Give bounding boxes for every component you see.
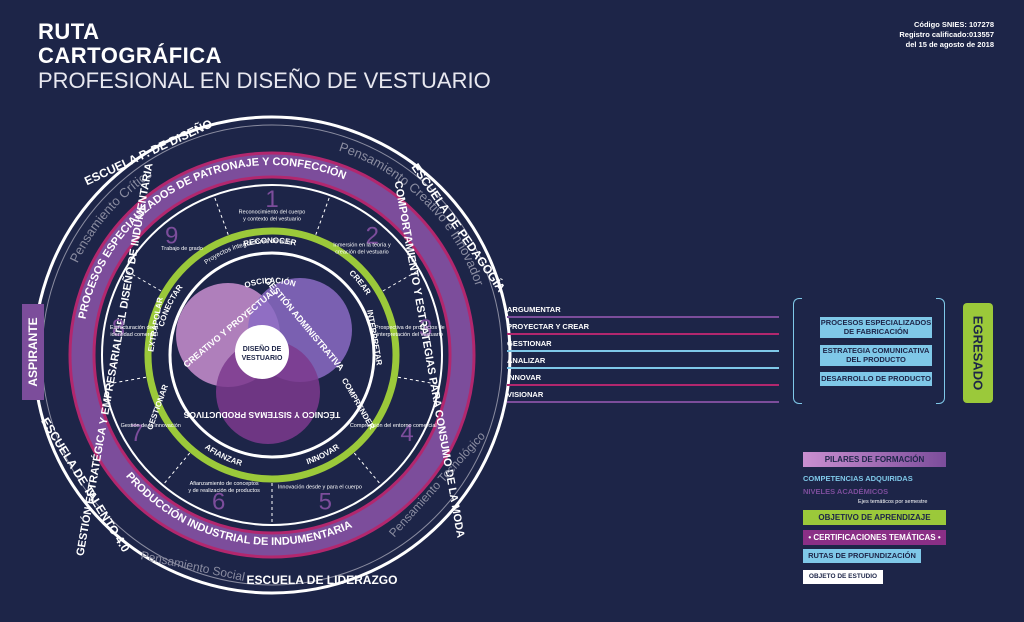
profundizacion-3-label: DESARROLLO DE PRODUCTO xyxy=(821,374,931,383)
legend-objeto: OBJETO DE ESTUDIO xyxy=(803,570,883,584)
semester-theme-9: Trabajo de grado xyxy=(161,246,203,252)
competencia-line xyxy=(507,350,779,352)
semester-number-3: 3 xyxy=(419,315,432,342)
legend-ejes: Ejes temáticos por semestre xyxy=(858,499,928,505)
snies-code: Código SNIES: 107278 xyxy=(913,20,994,29)
objectives-reconocer-text: RECONOCER xyxy=(243,236,298,248)
study-object-line2: VESTUARIO xyxy=(242,355,283,362)
competencia-line xyxy=(507,401,779,403)
competencia-label: INNOVAR xyxy=(507,373,542,382)
semester-theme-3: Prospectiva de productos de xyxy=(375,325,445,331)
legend-objetivo: OBJETIVO DE APRENDIZAJE xyxy=(803,510,946,525)
legend-niveles: NIVELES ACADÉMICOS xyxy=(803,487,889,496)
semester-number-9: 9 xyxy=(165,222,178,249)
semester-number-7: 7 xyxy=(130,420,143,447)
profundizacion-3: DESARROLLO DE PRODUCTO xyxy=(820,372,932,386)
competencia-line xyxy=(507,384,779,386)
escuela-liderazgo-label: ESCUELA DE LIDERAZGO xyxy=(247,573,398,587)
semester-theme-7: Gestión de la innovación xyxy=(121,423,181,429)
pillar-tecnico-label: TÉCNICO Y SISTEMAS PRODUCTIVOS xyxy=(183,410,340,420)
competencia-label: PROYECTAR Y CREAR xyxy=(507,322,590,331)
aspirante-label: ASPIRANTE xyxy=(26,317,40,387)
semester-divider xyxy=(382,269,420,292)
egresado-label: EGRESADO xyxy=(970,315,986,391)
legend-pilares: PILARES DE FORMACIÓN xyxy=(803,452,946,467)
competencia-label: VISIONAR xyxy=(507,390,544,399)
semester-theme-8: Estructuración de la xyxy=(110,325,160,331)
legend-competencias: COMPETENCIAS ADQUIRIDAS xyxy=(803,474,913,483)
registro-calificado: Registro calificado:013557 xyxy=(899,30,994,39)
semester-theme-4: Comprensión del entorno comercial xyxy=(350,423,437,429)
egresado-badge: EGRESADO xyxy=(963,303,993,403)
objective-reconocer: RECONOCER xyxy=(243,236,298,248)
title-block: RUTA CARTOGRÁFICA PROFESIONAL EN DISEÑO … xyxy=(38,20,491,94)
semester-number-2: 2 xyxy=(366,222,379,249)
competencia-line xyxy=(507,333,779,335)
semester-theme-1: y contexto del vestuario xyxy=(243,217,301,223)
legend-rutas: RUTAS DE PROFUNDIZACIÓN xyxy=(803,549,921,563)
semester-divider xyxy=(124,269,162,292)
semester-dividers xyxy=(104,195,440,525)
semester-theme-6: y de realización de productos xyxy=(188,488,260,494)
semester-number-6: 6 xyxy=(212,489,225,516)
certification-ring-inner-edge xyxy=(92,175,452,535)
competencia-label: ARGUMENTAR xyxy=(507,305,561,314)
profundizacion-2: ESTRATEGIA COMUNICATIVA DEL PRODUCTO VES… xyxy=(820,345,932,373)
semester-theme-1: Reconocimiento del cuerpo xyxy=(239,210,306,216)
semester-theme-2: creación del vestuario xyxy=(335,249,389,255)
semester-theme-6: Afianzamiento de conceptos xyxy=(190,481,259,487)
title-line1: RUTA xyxy=(38,19,100,44)
semester-divider xyxy=(213,195,229,235)
semester-number-5: 5 xyxy=(319,489,332,516)
study-object-line1: DISEÑO DE xyxy=(243,344,282,353)
legend-certificaciones-label: • CERTIFICACIONES TEMÁTICAS • xyxy=(808,533,941,542)
competencia-label: ANALIZAR xyxy=(507,356,546,365)
registro-fecha: del 15 de agosto de 2018 xyxy=(905,40,994,49)
semester-divider xyxy=(104,376,147,386)
semester-number-8: 8 xyxy=(112,315,125,342)
title-line3: PROFESIONAL EN DISEÑO DE VESTUARIO xyxy=(38,68,491,93)
right-bracket xyxy=(936,298,945,404)
competencia-line xyxy=(507,367,779,369)
title-line2: CARTOGRÁFICA xyxy=(38,43,223,68)
semester-divider xyxy=(397,376,440,386)
certification-ring xyxy=(71,154,473,556)
semester-theme-8: identidad comercial xyxy=(110,332,157,338)
semester-divider xyxy=(353,452,382,486)
semester-divider xyxy=(162,452,191,486)
aspirante-badge: ASPIRANTE xyxy=(22,304,44,400)
semester-number-4: 4 xyxy=(400,420,413,447)
profundizacion-2-label: ESTRATEGIA COMUNICATIVA DEL PRODUCTO VES… xyxy=(822,346,930,373)
competencia-line xyxy=(507,316,779,318)
legend-rutas-label: RUTAS DE PROFUNDIZACIÓN xyxy=(808,551,916,560)
semester-theme-3: interpretación del vestuario xyxy=(377,332,443,338)
semester-divider xyxy=(315,195,331,235)
semester-theme-5: Innovación desde y para el cuerpo xyxy=(278,485,362,491)
legend-objeto-label: OBJETO DE ESTUDIO xyxy=(808,573,878,580)
legend-pilares-label: PILARES DE FORMACIÓN xyxy=(824,455,925,464)
semester-number-1: 1 xyxy=(265,186,278,213)
study-object xyxy=(235,325,289,379)
meta-info: Código SNIES: 107278 Registro calificado… xyxy=(899,20,994,50)
legend-objetivo-label: OBJETIVO DE APRENDIZAJE xyxy=(818,513,931,522)
profundizacion-1: PROCESOS ESPECIALIZADOS DE FABRICACIÓN xyxy=(820,317,932,338)
semester-theme-2: Inmersión en la teoría y xyxy=(333,242,391,248)
competencia-label: GESTIONAR xyxy=(507,339,552,348)
legend-certificaciones: • CERTIFICACIONES TEMÁTICAS • xyxy=(803,530,946,545)
profundizacion-1-label: PROCESOS ESPECIALIZADOS DE FABRICACIÓN xyxy=(820,318,932,336)
left-bracket xyxy=(793,298,802,404)
certification-ring-edge xyxy=(68,151,476,559)
